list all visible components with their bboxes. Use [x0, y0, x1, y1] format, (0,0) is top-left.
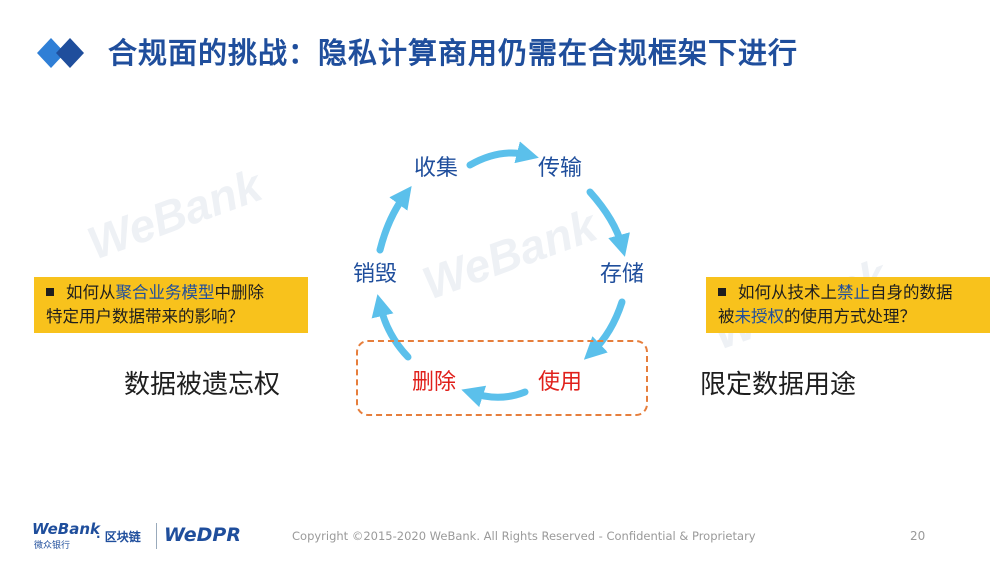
left-callout: 如何从聚合业务模型中删除 特定用户数据带来的影响？	[34, 277, 308, 333]
left-label: 数据被遗忘权	[124, 370, 281, 400]
node-use: 使用	[538, 370, 583, 395]
right-callout: 如何从技术上禁止自身的数据 被未授权的使用方式处理？	[706, 277, 990, 333]
right-callout-text-post: 自身的数据	[870, 283, 953, 302]
page-title: 合规面的挑战：隐私计算商用仍需在合规框架下进行	[108, 36, 799, 70]
arrow-use-to-delete	[461, 385, 529, 408]
node-store: 存储	[600, 262, 645, 287]
arrow-transmit-to-store	[586, 188, 630, 257]
webank-logo-subtitle: 微众银行	[34, 541, 71, 551]
diamond-icon	[37, 38, 84, 68]
left-callout-line2: 特定用户数据带来的影响？	[46, 307, 244, 326]
bullet-icon	[46, 287, 54, 296]
left-callout-text-pre: 如何从	[66, 283, 116, 302]
right-callout-line2-post: 的使用方式处理？	[784, 307, 916, 326]
arrow-delete-to-destroy	[371, 294, 412, 361]
right-callout-line2-pre: 被	[718, 307, 735, 326]
right-callout-line2-highlight: 未授权	[734, 307, 785, 326]
webank-logo: WeBank	[32, 520, 100, 538]
right-callout-highlight: 禁止	[837, 283, 870, 302]
right-label: 限定数据用途	[700, 370, 857, 400]
node-transmit: 传输	[538, 156, 583, 181]
arrow-store-to-use	[583, 298, 626, 360]
node-collect: 收集	[414, 156, 459, 181]
node-destroy: 销毁	[353, 262, 398, 287]
node-delete: 删除	[412, 370, 457, 395]
dashed-highlight-box	[356, 340, 648, 416]
left-callout-highlight: 聚合业务模型	[115, 283, 215, 302]
arrow-destroy-to-collect	[376, 185, 412, 254]
page-number: 20	[910, 529, 926, 543]
bullet-icon	[718, 287, 726, 296]
right-callout-text-pre: 如何从技术上	[738, 283, 837, 302]
blockchain-label: · 区块链	[96, 530, 141, 544]
copyright-text: Copyright ©2015-2020 WeBank. All Rights …	[292, 529, 756, 543]
logo-divider	[156, 523, 157, 549]
arrow-collect-to-transmit	[466, 141, 539, 169]
wedpr-logo: WeDPR	[164, 524, 241, 546]
left-callout-text-post: 中删除	[214, 283, 265, 302]
